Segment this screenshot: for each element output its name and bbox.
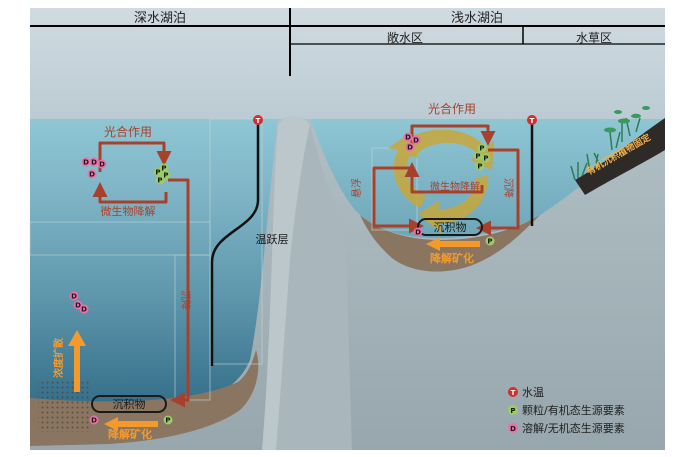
svg-text:P: P (155, 169, 160, 177)
dissolved-marker: D (79, 304, 89, 314)
dissolved-marker: D (89, 415, 99, 425)
svg-text:D: D (99, 161, 105, 169)
svg-text:D: D (89, 171, 95, 179)
svg-text:T: T (511, 389, 516, 397)
dissolved-marker: D (69, 291, 79, 301)
deep-microbial-label: 微生物降解 (101, 204, 156, 218)
shallow-mineralization-arrow (426, 237, 480, 251)
open-water-label: 敞水区 (387, 30, 423, 45)
thermocline-label: 温跃层 (256, 232, 289, 246)
particulate-marker: P (475, 161, 485, 171)
shallow-sediment-pill (417, 218, 483, 236)
diffusion-label: 浓度扩散 (52, 337, 65, 378)
dissolved-marker: D (405, 142, 415, 152)
svg-text:P: P (477, 163, 482, 171)
svg-text:T: T (530, 117, 535, 125)
deep-sediment-label: 沉积物 (113, 397, 146, 411)
svg-text:P: P (479, 145, 484, 153)
deep-cycle-arrows (92, 141, 190, 408)
svg-text:D: D (415, 229, 421, 237)
svg-text:D: D (83, 159, 89, 167)
svg-text:颗粒/有机态生源要素: 颗粒/有机态生源要素 (522, 403, 625, 417)
svg-text:P: P (163, 172, 168, 180)
temperature-marker-deep: T (253, 115, 263, 125)
ridge-highlight (262, 116, 310, 450)
svg-text:D: D (81, 306, 87, 314)
organic-sediment-bank (575, 118, 665, 195)
svg-text:P: P (510, 407, 515, 415)
particulate-marker: P (159, 163, 169, 173)
dissolved-marker: D (89, 157, 99, 167)
particulate-marker: P (161, 170, 171, 180)
deep-lake-title: 深水湖泊 (134, 11, 186, 26)
svg-text:P: P (475, 153, 480, 161)
svg-text:P: P (483, 155, 488, 163)
legend: T 水温 P 颗粒/有机态生源要素 D 溶解/无机态生源要素 (508, 386, 625, 435)
dissolved-marker: D (403, 132, 413, 142)
particulate-marker: P (481, 153, 491, 163)
particulate-marker: P (485, 236, 495, 246)
sky (30, 8, 665, 119)
svg-text:D: D (405, 134, 411, 142)
shallow-photosynthesis-label: 光合作用 (428, 101, 476, 116)
deep-temperature-profile (210, 124, 260, 366)
particulate-marker: P (163, 415, 173, 425)
particulate-marker: P (473, 151, 483, 161)
shallow-lake-title: 浅水湖泊 (451, 11, 503, 26)
diffusion-arrow (68, 330, 86, 392)
plants-icon (570, 117, 641, 181)
dissolved-marker: D (81, 157, 91, 167)
dissolved-marker: D (87, 169, 97, 179)
legend-item-particulate: P 颗粒/有机态生源要素 (508, 403, 625, 417)
svg-text:T: T (256, 117, 261, 125)
sediment-diffusion-zone (38, 380, 90, 432)
shallow-cycle-arrows (372, 124, 520, 236)
svg-text:水温: 水温 (522, 386, 544, 399)
leaf-icons (604, 106, 650, 133)
svg-text:D: D (407, 144, 413, 152)
deep-mineralization-arrow (104, 417, 158, 431)
deep-mineralization-label: 降解矿化 (108, 427, 152, 441)
shallow-mineralization-label: 降解矿化 (430, 251, 474, 265)
svg-text:P: P (487, 238, 492, 246)
legend-item-temperature: T 水温 (508, 386, 544, 399)
svg-text:P: P (161, 165, 166, 173)
legend-item-dissolved: D 溶解/无机态生源要素 (508, 421, 625, 435)
particulate-marker: P (155, 175, 165, 185)
dissolved-marker: D (97, 159, 107, 169)
svg-text:D: D (91, 159, 97, 167)
dissolved-marker: D (413, 227, 423, 237)
deep-photosynthesis-label: 光合作用 (104, 124, 152, 139)
deep-settling-label: 沉降 (179, 290, 192, 310)
resuspension-label: 悬浮 (351, 178, 363, 198)
svg-text:D: D (91, 417, 97, 425)
svg-text:P: P (165, 417, 170, 425)
svg-text:D: D (510, 425, 516, 433)
svg-text:D: D (75, 302, 81, 310)
deep-lake-water (30, 119, 278, 410)
svg-text:溶解/无机态生源要素: 溶解/无机态生源要素 (522, 421, 625, 435)
svg-text:D: D (71, 293, 77, 301)
particulate-marker: P (477, 143, 487, 153)
svg-text:P: P (157, 177, 162, 185)
temperature-marker-shallow: T (527, 115, 537, 125)
dissolved-marker: D (411, 135, 421, 145)
shallow-microbial-label: 微生物降解 (430, 180, 480, 193)
deep-sediment-pill (91, 395, 167, 413)
shallow-sediment-label: 沉积物 (434, 220, 467, 234)
macrophyte-zone-label: 水草区 (576, 31, 612, 45)
header-dividers (30, 8, 665, 76)
svg-text:D: D (413, 137, 419, 145)
shallow-settling-label: 沉降 (502, 178, 515, 198)
